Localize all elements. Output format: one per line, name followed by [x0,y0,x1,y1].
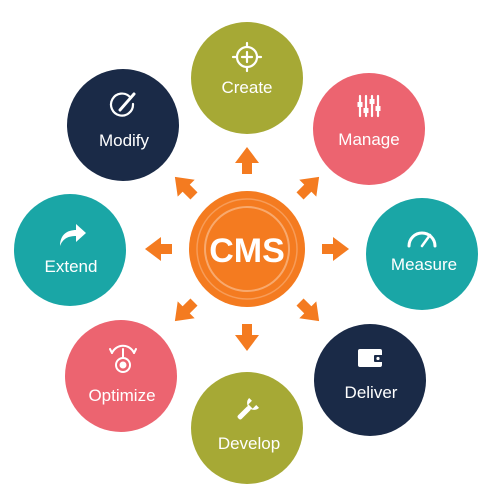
cms-hub-ring-inner [204,206,290,292]
node-modify-circle [67,69,179,181]
sliders-icon [357,94,381,118]
node-deliver-label: Deliver [345,383,398,402]
node-manage: Manage [313,73,425,185]
arrow-to-manage [296,176,320,200]
arrow-to-optimize [174,298,198,322]
node-optimize-label: Optimize [88,386,155,405]
node-manage-label: Manage [338,130,399,149]
node-extend-circle [14,194,126,306]
node-optimize: Optimize [65,320,177,432]
cms-hub-circle [189,191,305,307]
node-develop-label: Develop [218,434,280,453]
arrow-to-develop [235,324,259,351]
arrow-to-create [235,147,259,174]
node-extend-label: Extend [45,257,98,276]
node-extend: Extend [14,194,126,306]
node-deliver: Deliver [314,324,426,436]
node-modify-label: Modify [99,131,150,150]
share-arrow-icon [60,224,86,246]
node-create-label: Create [221,78,272,97]
node-develop: Develop [191,372,303,484]
arrow-to-deliver [296,298,320,322]
wrench-icon [237,397,260,420]
node-develop-circle [191,372,303,484]
arrows-group [145,147,349,351]
arrow-to-measure [322,237,349,261]
node-create: Create [191,22,303,134]
arrow-to-extend [145,237,172,261]
node-optimize-circle [65,320,177,432]
node-manage-circle [313,73,425,185]
pencil-circle-icon [109,92,136,117]
arrow-to-modify [174,176,198,200]
node-measure: Measure [366,198,478,310]
cms-hub: CMS [189,191,305,307]
gauge-icon [407,231,437,248]
node-measure-circle [366,198,478,310]
cms-hub-label: CMS [209,232,285,270]
node-measure-label: Measure [391,255,457,274]
node-create-circle [191,22,303,134]
plus-circle-icon [231,41,263,73]
node-modify: Modify [67,69,179,181]
cms-hub-ring-outer [196,198,298,300]
wallet-icon [358,349,384,367]
optimize-dial-icon [109,344,137,373]
node-deliver-circle [314,324,426,436]
